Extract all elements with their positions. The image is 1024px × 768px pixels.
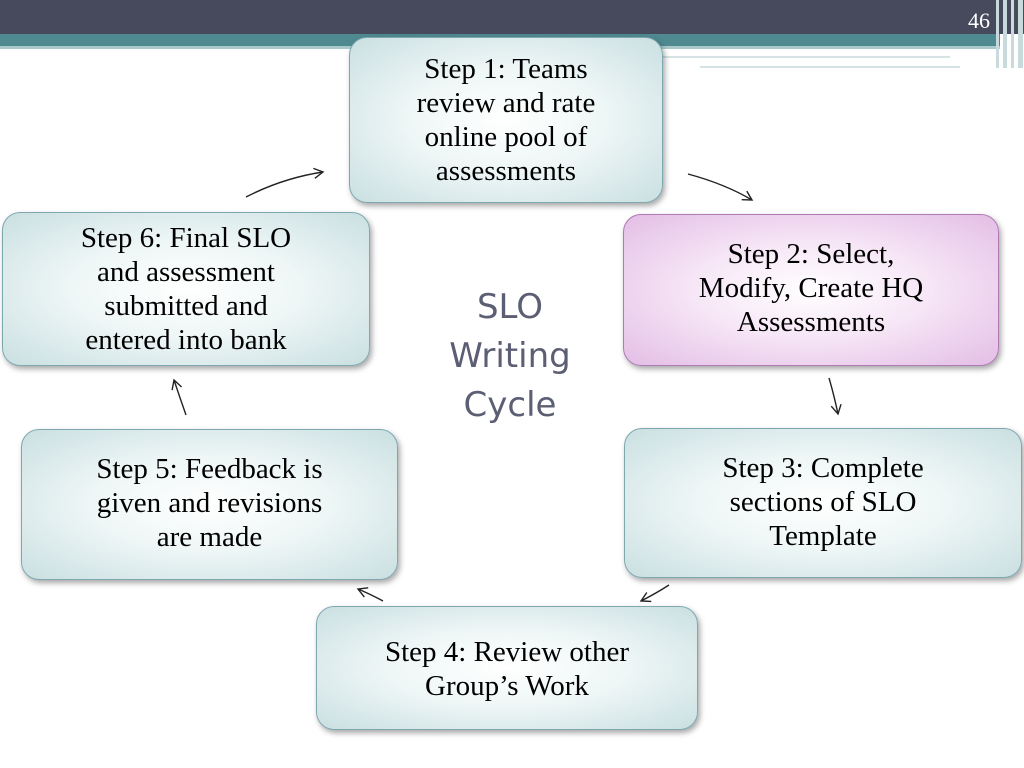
- step-4-text: Step 4: Review other Group’s Work: [384, 636, 630, 702]
- step-2-box: Step 2: Select, Modify, Create HQ Assess…: [623, 214, 999, 366]
- decor-stripes: [994, 0, 1024, 68]
- arrow-6-to-1: [245, 167, 325, 198]
- decor-line: [660, 56, 950, 58]
- header-bar: [0, 0, 1024, 34]
- arrow-2-to-3: [828, 377, 842, 416]
- step-5-text: Step 5: Feedback is given and revisions …: [96, 453, 323, 553]
- step-3-box: Step 3: Complete sections of SLO Templat…: [624, 428, 1022, 578]
- arrow-1-to-2: [687, 173, 754, 201]
- arrow-4-to-5: [356, 587, 384, 602]
- arrow-5-to-6: [171, 378, 187, 416]
- step-2-text: Step 2: Select, Modify, Create HQ Assess…: [698, 238, 924, 338]
- step-5-box: Step 5: Feedback is given and revisions …: [21, 429, 398, 580]
- step-3-text: Step 3: Complete sections of SLO Templat…: [722, 452, 924, 552]
- step-4-box: Step 4: Review other Group’s Work: [316, 606, 698, 730]
- step-1-box: Step 1: Teams review and rate online poo…: [349, 37, 663, 203]
- step-1-text: Step 1: Teams review and rate online poo…: [416, 53, 596, 187]
- arrow-3-to-4: [639, 584, 670, 603]
- slide-number: 46: [968, 8, 990, 33]
- step-6-text: Step 6: Final SLO and assessment submitt…: [80, 222, 292, 356]
- decor-line: [700, 66, 960, 68]
- cycle-title: SLO Writing Cycle: [449, 287, 571, 425]
- step-6-box: Step 6: Final SLO and assessment submitt…: [2, 212, 370, 366]
